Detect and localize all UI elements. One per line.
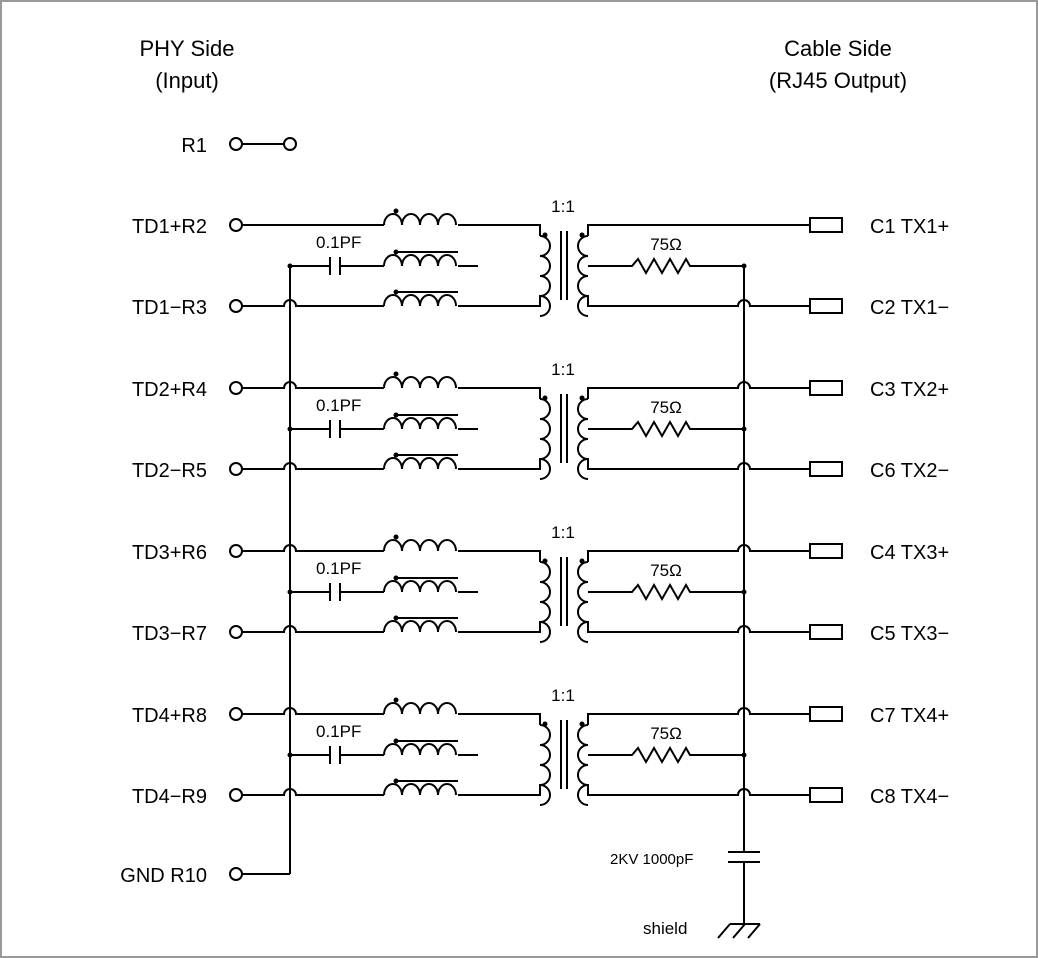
resistor-label: 75Ω xyxy=(650,235,682,254)
input-pos-label: TD4+R8 xyxy=(132,705,207,727)
secondary-dot xyxy=(579,395,585,401)
input-pos-label: TD1+R2 xyxy=(132,216,207,238)
choke-coil-2 xyxy=(383,743,457,756)
cable-side-subtitle: (RJ45 Output) xyxy=(769,68,907,93)
primary-top-wire xyxy=(458,713,541,725)
secondary-dot xyxy=(579,721,585,727)
termination-resistor xyxy=(588,745,744,765)
polarity-dot xyxy=(393,371,399,377)
choke-coil-2 xyxy=(383,417,457,430)
primary-bottom-wire xyxy=(458,621,541,633)
primary-bottom-wire xyxy=(458,458,541,470)
resistor-label: 75Ω xyxy=(650,724,682,743)
termination-resistor xyxy=(588,256,744,276)
rj45-contact-pos[interactable] xyxy=(809,706,843,722)
phy-side-title: PHY Side xyxy=(140,36,235,61)
transformer-secondary xyxy=(577,724,589,806)
transformer-primary xyxy=(539,724,551,806)
input-neg-label: TD3−R7 xyxy=(132,623,207,645)
output-neg-label: C2 TX1− xyxy=(870,297,949,319)
transformer-ratio-label: 1:1 xyxy=(551,197,575,216)
choke-coil-3 xyxy=(383,783,457,796)
shield-label: shield xyxy=(643,919,687,938)
choke-coil-1 xyxy=(383,376,457,389)
termination-resistor xyxy=(588,419,744,439)
cable-side-title: Cable Side xyxy=(784,36,892,61)
output-wire-pos xyxy=(587,224,810,236)
transformer-ratio-label: 1:1 xyxy=(551,360,575,379)
input-pos-label: TD3+R6 xyxy=(132,542,207,564)
primary-dot xyxy=(542,558,548,564)
r1-label: R1 xyxy=(181,135,207,157)
primary-bottom-wire xyxy=(458,784,541,796)
transformer-secondary xyxy=(577,398,589,480)
rj45-contact-pos[interactable] xyxy=(809,543,843,559)
output-pos-label: C4 TX3+ xyxy=(870,542,949,564)
rj45-contact-pos[interactable] xyxy=(809,217,843,233)
choke-coil-3 xyxy=(383,457,457,470)
rj45-contact-neg[interactable] xyxy=(809,298,843,314)
choke-coil-3 xyxy=(383,294,457,307)
output-pos-label: C3 TX2+ xyxy=(870,379,949,401)
primary-top-wire xyxy=(458,224,541,236)
transformer-ratio-label: 1:1 xyxy=(551,686,575,705)
rj45-contact-neg[interactable] xyxy=(809,624,843,640)
output-neg-label: C6 TX2− xyxy=(870,460,949,482)
input-neg-label: TD4−R9 xyxy=(132,786,207,808)
primary-top-wire xyxy=(458,387,541,399)
polarity-dot xyxy=(393,208,399,214)
output-neg-label: C8 TX4− xyxy=(870,786,949,808)
polarity-dot xyxy=(393,697,399,703)
choke-coil-1 xyxy=(383,702,457,715)
rj45-contact-pos[interactable] xyxy=(809,380,843,396)
shield-cap-label: 2KV 1000pF xyxy=(610,851,693,868)
cap-label: 0.1PF xyxy=(316,559,361,578)
resistor-label: 75Ω xyxy=(650,561,682,580)
primary-top-wire xyxy=(458,550,541,562)
primary-dot xyxy=(542,395,548,401)
output-neg-label: C5 TX3− xyxy=(870,623,949,645)
polarity-dot xyxy=(393,534,399,540)
r1-pin-b[interactable] xyxy=(283,137,297,151)
cap-label: 0.1PF xyxy=(316,396,361,415)
cap-label: 0.1PF xyxy=(316,233,361,252)
input-pos-label: TD2+R4 xyxy=(132,379,207,401)
choke-coil-3 xyxy=(383,620,457,633)
transformer-ratio-label: 1:1 xyxy=(551,523,575,542)
resistor-label: 75Ω xyxy=(650,398,682,417)
primary-dot xyxy=(542,232,548,238)
transformer-secondary xyxy=(577,235,589,317)
transformer-primary xyxy=(539,561,551,643)
secondary-dot xyxy=(579,232,585,238)
primary-dot xyxy=(542,721,548,727)
input-neg-label: TD1−R3 xyxy=(132,297,207,319)
choke-coil-2 xyxy=(383,254,457,267)
transformer-secondary xyxy=(577,561,589,643)
choke-coil-1 xyxy=(383,539,457,552)
input-neg-label: TD2−R5 xyxy=(132,460,207,482)
output-pos-label: C7 TX4+ xyxy=(870,705,949,727)
output-pos-label: C1 TX1+ xyxy=(870,216,949,238)
rj45-contact-neg[interactable] xyxy=(809,461,843,477)
primary-bottom-wire xyxy=(458,295,541,307)
rj45-contact-neg[interactable] xyxy=(809,787,843,803)
phy-side-subtitle: (Input) xyxy=(155,68,219,93)
choke-coil-2 xyxy=(383,580,457,593)
gnd-label: GND R10 xyxy=(120,865,207,887)
transformer-primary xyxy=(539,235,551,317)
secondary-dot xyxy=(579,558,585,564)
shield-ground-icon xyxy=(717,923,761,939)
choke-coil-1 xyxy=(383,213,457,226)
transformer-primary xyxy=(539,398,551,480)
termination-resistor xyxy=(588,582,744,602)
cap-label: 0.1PF xyxy=(316,722,361,741)
